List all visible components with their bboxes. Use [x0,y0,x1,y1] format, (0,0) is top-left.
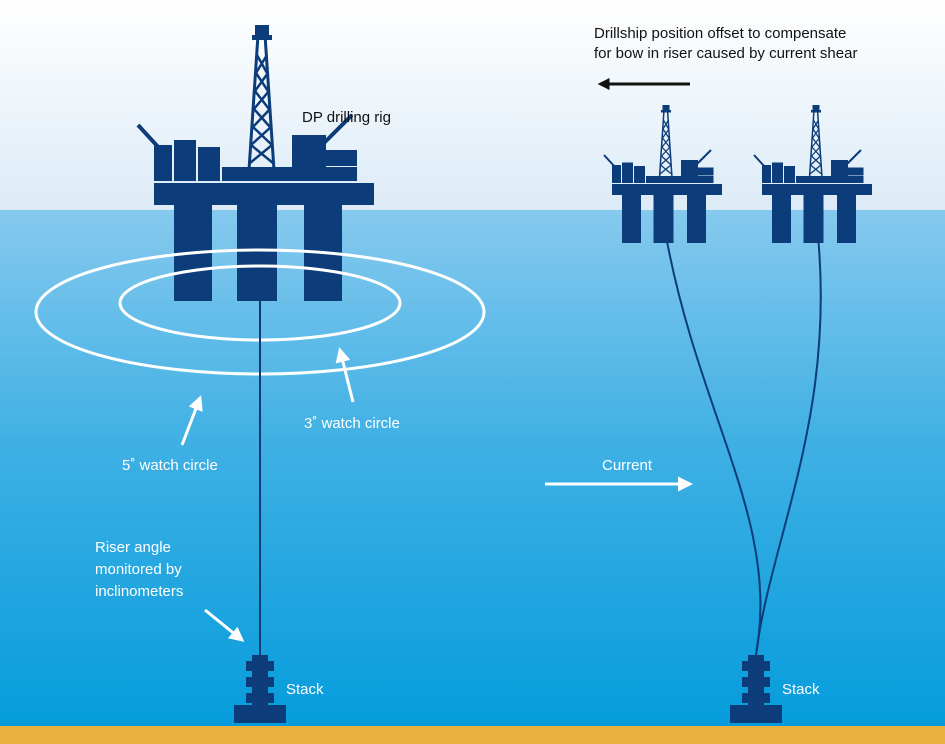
watch-5-label: 5˚ watch circle [122,457,218,474]
rig-label: DP drilling rig [302,109,391,126]
current-label: Current [602,457,653,474]
offset-label-line1: Drillship position offset to compensate [594,25,846,42]
stack-left-label: Stack [286,681,324,698]
watch-3-label: 3˚ watch circle [304,415,400,432]
bowed-riser-1 [665,235,762,656]
arrow-5-watch [180,395,203,446]
bowed-riser-2 [755,235,822,656]
arrow-inclinometer [204,608,245,642]
seabed [0,726,945,744]
stack-right-label: Stack [782,681,820,698]
arrow-3-watch [335,347,355,403]
riser-label-line1: Riser angle [95,539,171,556]
riser-label-line3: inclinometers [95,583,183,600]
riser-label-line2: monitored by [95,561,182,578]
offset-label-line2: for bow in riser caused by current shear [594,45,857,62]
sea [0,210,945,728]
